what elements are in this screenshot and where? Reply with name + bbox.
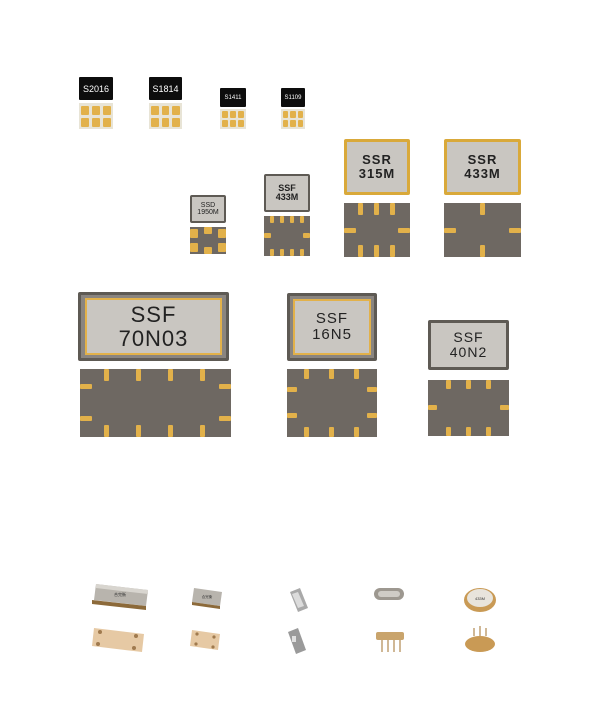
chip-label: SSF 40N2	[449, 329, 488, 360]
chip-label: SSR 315M	[358, 152, 396, 181]
chip-label: SSF 70N03	[118, 302, 189, 351]
chip-bottom	[190, 227, 226, 254]
chip-bottom	[287, 369, 377, 437]
chip-top: SSF 70N03	[78, 292, 229, 361]
photo-crystal-top	[374, 588, 404, 600]
photo-crystal-bottom	[376, 632, 404, 652]
chip-label: S1411	[220, 88, 246, 107]
chip-bottom	[80, 369, 231, 437]
photo-saw-large-bottom	[92, 628, 144, 652]
chip-bottom	[428, 380, 509, 436]
photo-metal-can-bottom	[288, 628, 306, 654]
chip-top: SSD 1950M	[190, 195, 226, 223]
chip-label: S1109	[281, 88, 305, 107]
photo-to39-bottom	[465, 626, 495, 652]
chip-pads	[149, 103, 182, 129]
chip-bottom	[444, 203, 521, 257]
photo-saw-small-top: 合完衡	[192, 588, 222, 609]
chip-label: SSD 1950M	[197, 201, 219, 216]
part-marking: 433M	[475, 596, 485, 601]
chip-label: SSF 433M	[275, 182, 299, 202]
chip-label-area: SSF 70N03	[85, 298, 222, 355]
chip-pads	[220, 109, 246, 129]
chip-label: S2016	[79, 77, 113, 100]
photo-saw-small-bottom	[190, 630, 220, 650]
chip-label: SSR 433M	[464, 152, 501, 181]
chip-top: SSF 16N5	[287, 293, 377, 361]
photo-to39-top: 433M	[464, 588, 496, 612]
chip-bottom	[344, 203, 410, 257]
chip-bottom	[264, 216, 310, 256]
chip-top: SSF 40N2	[428, 320, 509, 370]
chip-top: SSR 315M	[344, 139, 410, 195]
chip-pads	[281, 109, 305, 129]
component-photos: 合完衡 合完衡	[92, 584, 496, 654]
photo-saw-large-top: 合完衡	[92, 584, 148, 610]
chip-pads	[79, 103, 113, 129]
chip-label-area: SSF 16N5	[293, 299, 371, 355]
photo-metal-can-top	[290, 588, 308, 612]
chip-top: SSR 433M	[444, 139, 521, 195]
part-marking: 合完衡	[202, 594, 213, 599]
part-marking: 合完衡	[114, 591, 126, 597]
chip-label: S1814	[149, 77, 182, 100]
chip-label: SSF 16N5	[312, 310, 352, 343]
chip-top: SSF 433M	[264, 174, 310, 212]
